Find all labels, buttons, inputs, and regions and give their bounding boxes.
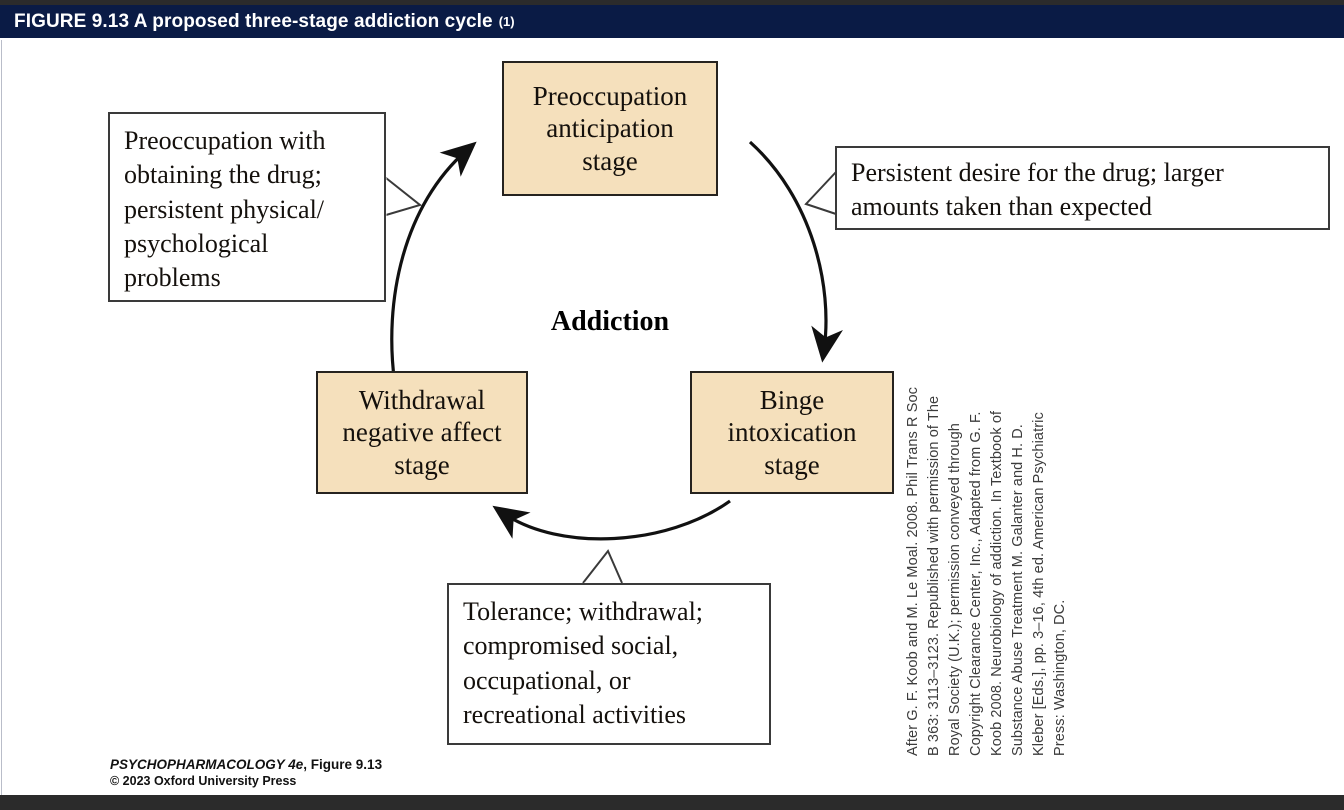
source-book-line: PSYCHOPHARMACOLOGY 4e, Figure 9.13 bbox=[110, 757, 382, 772]
credit-text-block: After G. F. Koob and M. Le Moal. 2008. P… bbox=[905, 266, 1085, 766]
source-book-title: PSYCHOPHARMACOLOGY 4e bbox=[110, 757, 304, 772]
credit-line-5: Koob 2008. Neurobiology of addiction. In… bbox=[989, 410, 1005, 756]
callout-binge: Persistent desire for the drug; larger a… bbox=[835, 146, 1330, 230]
callout-withdrawal: Tolerance; withdrawal; compromised socia… bbox=[447, 583, 771, 745]
stage-box-binge[interactable]: Binge intoxication stage bbox=[690, 371, 894, 494]
credit-line-4: Copyright Clearance Center, Inc., Adapte… bbox=[968, 411, 984, 756]
figure-header-title: FIGURE 9.13 A proposed three-stage addic… bbox=[14, 10, 493, 32]
callout-preoccupation: Preoccupation with obtaining the drug; p… bbox=[108, 112, 386, 302]
credit-line-7: Kleber [Eds.], pp. 3–16, 4th ed. America… bbox=[1031, 412, 1047, 756]
credit-line-3: Royal Society (U.K.); permission conveye… bbox=[947, 423, 963, 756]
stage-label-preoccupation: Preoccupation anticipation stage bbox=[532, 80, 688, 176]
stage-label-withdrawal: Withdrawal negative affect stage bbox=[342, 384, 502, 480]
source-copyright: © 2023 Oxford University Press bbox=[110, 774, 297, 788]
credit-line-2: B 363: 3113–3123. Republished with permi… bbox=[926, 395, 942, 756]
source-attribution: PSYCHOPHARMACOLOGY 4e, Figure 9.13 © 202… bbox=[110, 757, 382, 788]
stage-label-binge: Binge intoxication stage bbox=[727, 384, 857, 480]
credit-line-8: Press: Washington, DC. bbox=[1052, 599, 1068, 756]
stage-box-preoccupation[interactable]: Preoccupation anticipation stage bbox=[502, 61, 718, 196]
center-label-addiction: Addiction bbox=[550, 306, 670, 337]
source-figure-number: , Figure 9.13 bbox=[303, 757, 383, 772]
figure-header-superscript: (1) bbox=[498, 14, 515, 29]
top-border-strip bbox=[0, 0, 1344, 5]
figure-header-bar: FIGURE 9.13 A proposed three-stage addic… bbox=[0, 5, 1344, 38]
bottom-border-strip bbox=[0, 795, 1344, 810]
credit-line-1: After G. F. Koob and M. Le Moal. 2008. P… bbox=[905, 387, 921, 756]
credit-line-6: Substance Abuse Treatment M. Galanter an… bbox=[1010, 424, 1026, 756]
stage-box-withdrawal[interactable]: Withdrawal negative affect stage bbox=[316, 371, 528, 494]
